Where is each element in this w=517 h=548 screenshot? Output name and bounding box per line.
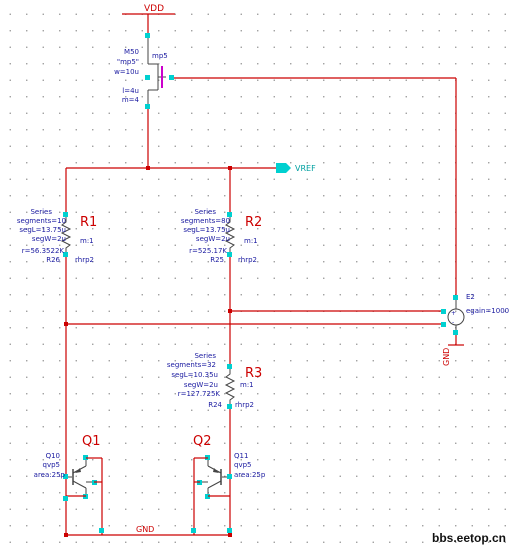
m50-length: l=4u [122,87,139,95]
r3-segw: segW=2u [184,381,218,389]
e2-gnd-label: GND [442,348,451,366]
r2-ref: R2 [245,215,262,230]
q1-ref: Q1 [82,434,101,449]
m50-model: mp5 [152,52,168,60]
r1-segw: segW=2u [32,235,66,243]
m50-name: M50 [124,48,139,56]
gnd-bus-label: GND [136,525,154,534]
r1-resistor: R1 Series segments=10 segL=13.75u segW=2… [17,208,97,264]
r3-segments: segments=32 [167,361,216,369]
m50-multiplier: m=4 [122,96,140,104]
q1-area: area:25p [34,471,66,479]
vdd-symbol: VDD [122,4,175,36]
r3-resistor: R3 Series segments=32 segL=10.35u segW=2… [167,352,262,409]
r2-segments: segments=80 [181,217,230,225]
q2-model: qvp5 [234,461,251,469]
e2-inst: E2 [466,293,475,301]
watermark: bbs.eetop.cn [432,531,506,545]
vref-pin-icon [276,163,291,173]
e2-vcvs: + - E2 egain=1000 GND [441,293,509,366]
vref-label: VREF [295,164,316,173]
r1-inst: R26 [46,256,60,264]
gate-feedback-wire [174,77,457,298]
r3-inst: R24 [208,401,222,409]
r3-segl: segL=10.35u [171,371,218,379]
r3-mult: m:1 [240,381,254,389]
vdd-label: VDD [144,4,164,14]
r3-resistance: r=127.725K [178,390,221,398]
r2-kind: Series [194,208,216,216]
e2-connections [64,309,444,326]
r2-inst: R25 [210,256,224,264]
r3-kind: Series [194,352,216,360]
m50-width: w=10u [114,68,139,76]
r1-segl: segL=13.75u [19,226,66,234]
r2-mult: m:1 [244,237,258,245]
r2-segl: segL=13.75u [183,226,230,234]
e2-gain: egain=1000 [466,307,509,315]
q1-model: qvp5 [43,461,60,469]
q1-pnp-transistor: Q1 Q10 qvp5 area:25p [34,434,101,499]
r1-kind: Series [30,208,52,216]
r1-segments: segments=10 [17,217,66,225]
r1-ref: R1 [80,215,97,230]
svg-text:-: - [452,319,454,326]
ground-bus: GND [63,457,232,537]
m50-pmos-transistor: M50 mp5 "mp5" w=10u l=4u m=4 [114,33,174,109]
q2-inst: Q11 [234,452,248,460]
r2-resistor: R2 Series segments=80 segL=13.75u segW=2… [181,208,262,264]
r2-segw: segW=2u [196,235,230,243]
r3-model: rhrp2 [235,401,254,409]
r1-model: rhrp2 [75,256,94,264]
r2-resistance: r=525.17K [189,247,227,255]
vref-net: VREF [66,163,316,173]
svg-text:+: + [451,310,456,317]
r1-resistance: r=56.3522K [22,247,65,255]
m50-model-line: "mp5" [117,58,139,66]
q2-pnp-transistor: Q2 Q11 qvp5 area:25p [193,434,266,499]
r1-mult: m:1 [80,237,94,245]
r3-ref: R3 [245,366,262,381]
r2-model: rhrp2 [238,256,257,264]
q1-inst: Q10 [46,452,60,460]
q2-area: area:25p [234,471,266,479]
q2-ref: Q2 [193,434,212,449]
